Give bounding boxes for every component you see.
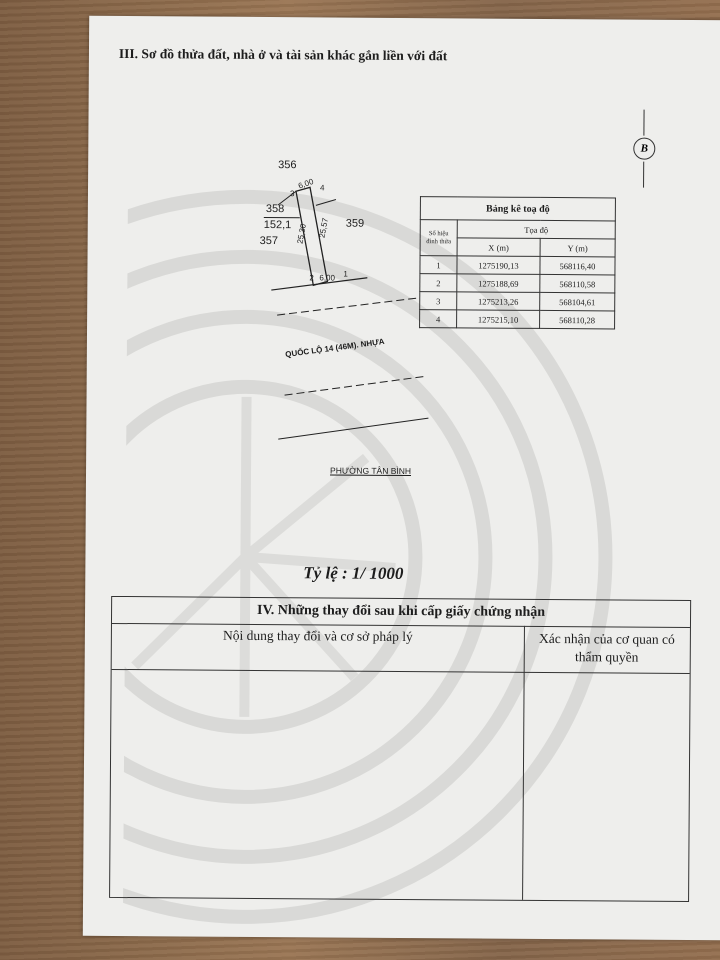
table-row: 2 1275188,69 568110,58 xyxy=(419,273,615,293)
parcel-diagram xyxy=(271,186,368,291)
coordinate-table-title: Bảng kê toạ độ xyxy=(420,196,616,221)
table-row: 4 1275215,10 568110,28 xyxy=(419,309,615,329)
parcel-east-number: 359 xyxy=(345,217,365,230)
changes-table: IV. Những thay đổi sau khi cấp giấy chứn… xyxy=(109,595,692,902)
ward-label: PHƯỜNG TÂN BÌNH xyxy=(330,465,412,477)
parcel-main-area: 152,1 xyxy=(263,219,292,232)
cell-x: 1275188,69 xyxy=(456,273,540,293)
vertex-4-label: 4 xyxy=(319,183,325,193)
cell-y: 568110,58 xyxy=(539,274,615,293)
road-lines xyxy=(277,297,429,440)
vertex-2-label: 2 xyxy=(309,273,314,283)
cell-x: 1275215,10 xyxy=(456,309,540,329)
header-coordinates: Tọa độ xyxy=(457,219,616,239)
section-3-heading: III. Sơ đồ thửa đất, nhà ở và tài sản kh… xyxy=(118,45,448,64)
header-change-content: Nội dung thay đổi và cơ sở pháp lý xyxy=(222,627,413,645)
lot-boundary-line xyxy=(315,199,337,206)
section-4-heading: IV. Những thay đổi sau khi cấp giấy chứn… xyxy=(111,596,691,628)
cell-y: 568110,28 xyxy=(539,310,615,329)
vertex-3-label: 3 xyxy=(289,189,295,199)
cell-y: 568116,40 xyxy=(539,256,616,275)
table-row: 3 1275213,26 568104,61 xyxy=(419,291,615,311)
parcel-outline xyxy=(295,186,329,287)
seal-letter: B xyxy=(633,137,656,160)
header-point: Số hiệu đỉnh thửa xyxy=(420,219,458,256)
map-scale: Tỷ lệ : 1/ 1000 xyxy=(303,563,404,583)
parcel-main-number: 358 xyxy=(265,203,285,216)
cell-x: 1275213,26 xyxy=(456,291,540,311)
cell-x: 1275190,13 xyxy=(456,255,541,275)
header-authority-confirmation: Xác nhận của cơ quan có thẩm quyền xyxy=(538,630,675,665)
lot-boundary-line xyxy=(271,277,368,291)
cell-point: 1 xyxy=(419,255,458,274)
coordinate-table: Bảng kê toạ độ Số hiệu đỉnh thửa Tọa độ … xyxy=(419,196,616,329)
bronze-drum-watermark xyxy=(122,189,613,924)
vertex-1-label: 1 xyxy=(343,269,348,279)
land-certificate-page: III. Sơ đồ thửa đất, nhà ở và tài sản kh… xyxy=(82,15,720,941)
lot-boundary-line xyxy=(277,190,297,206)
parcel-west-number: 357 xyxy=(259,234,279,248)
seal-mark: B xyxy=(633,109,658,190)
table-row: 1 1275190,13 568116,40 xyxy=(419,255,616,275)
cell-y: 568104,61 xyxy=(539,292,615,311)
header-y: Y (m) xyxy=(540,238,616,257)
header-x: X (m) xyxy=(457,237,541,257)
parcel-north-number: 356 xyxy=(278,159,297,172)
dimension-bottom: 6,00 xyxy=(319,273,336,283)
